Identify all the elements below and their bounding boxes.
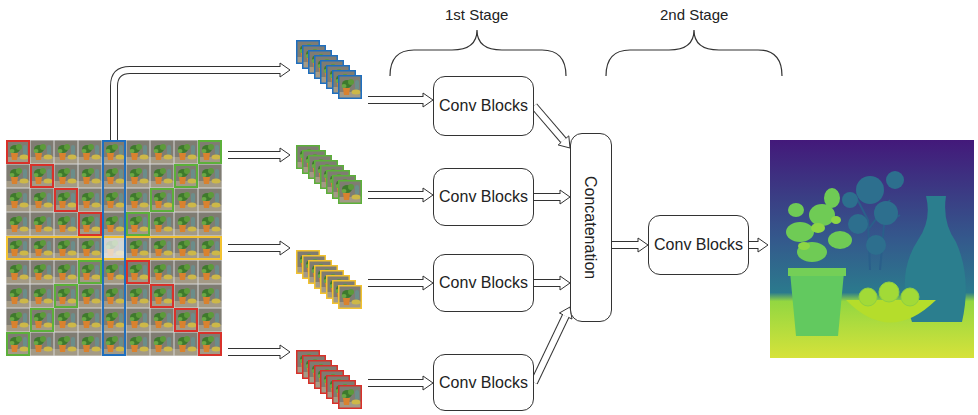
hollow-arrow bbox=[368, 376, 433, 390]
stage-label: 2nd Stage bbox=[660, 6, 728, 23]
row-outline bbox=[7, 237, 221, 259]
concatenation-box: Concatenation bbox=[570, 133, 612, 322]
stage-label: 1st Stage bbox=[445, 6, 508, 23]
hollow-arrow-connector bbox=[534, 307, 572, 383]
box-label: Conv Blocks bbox=[654, 235, 743, 254]
image-stack bbox=[296, 250, 362, 309]
box-label: Conv Blocks bbox=[439, 373, 528, 392]
hollow-arrow bbox=[114, 63, 290, 140]
box-label: Conv Blocks bbox=[439, 187, 528, 206]
connector-shaft bbox=[534, 106, 563, 140]
conv-blocks-box: Conv Blocks bbox=[433, 254, 534, 312]
box-label: Conv Blocks bbox=[439, 273, 528, 292]
arrow-head bbox=[560, 190, 570, 204]
arrow-head bbox=[560, 276, 570, 290]
conv-blocks-box: Conv Blocks bbox=[433, 168, 534, 226]
image-stack bbox=[296, 350, 362, 409]
connector-shaft bbox=[534, 280, 560, 286]
conv-blocks-box: Conv Blocks bbox=[433, 76, 534, 136]
image-stack bbox=[296, 40, 362, 99]
connector-shaft bbox=[534, 316, 566, 382]
hollow-arrow-connector bbox=[534, 276, 570, 290]
box-label: Conv Blocks bbox=[439, 96, 528, 115]
arrow-head bbox=[638, 238, 648, 252]
hollow-arrow bbox=[228, 148, 290, 162]
box-label: Concatenation bbox=[581, 176, 600, 279]
hollow-arrow-connector bbox=[612, 238, 648, 252]
connector-shaft bbox=[534, 194, 560, 200]
connector-shaft bbox=[534, 193, 560, 201]
anti-diagonal-outline bbox=[7, 141, 221, 355]
hollow-arrow bbox=[368, 276, 433, 290]
connector-shaft bbox=[534, 279, 560, 287]
light-field-grid bbox=[6, 140, 222, 356]
hollow-arrow bbox=[368, 93, 433, 107]
hollow-arrow bbox=[228, 345, 290, 359]
conv-blocks-box: Conv Blocks bbox=[433, 354, 534, 411]
hollow-arrow bbox=[228, 241, 290, 255]
connector-shaft bbox=[612, 241, 638, 249]
depth-map-image bbox=[770, 140, 974, 358]
hollow-arrow-connector bbox=[534, 106, 570, 148]
column-outline bbox=[103, 141, 125, 355]
arrow-head bbox=[558, 136, 570, 148]
image-stack bbox=[296, 145, 362, 204]
diagonal-outline bbox=[7, 141, 221, 355]
hollow-arrow-connector bbox=[534, 190, 570, 204]
connector-shaft bbox=[534, 106, 563, 140]
connector-shaft bbox=[612, 242, 638, 248]
connector-shaft bbox=[534, 316, 566, 382]
hollow-arrow bbox=[368, 188, 433, 202]
curly-brace bbox=[606, 30, 782, 76]
conv-blocks-box: Conv Blocks bbox=[648, 215, 749, 275]
curly-brace bbox=[390, 30, 566, 76]
